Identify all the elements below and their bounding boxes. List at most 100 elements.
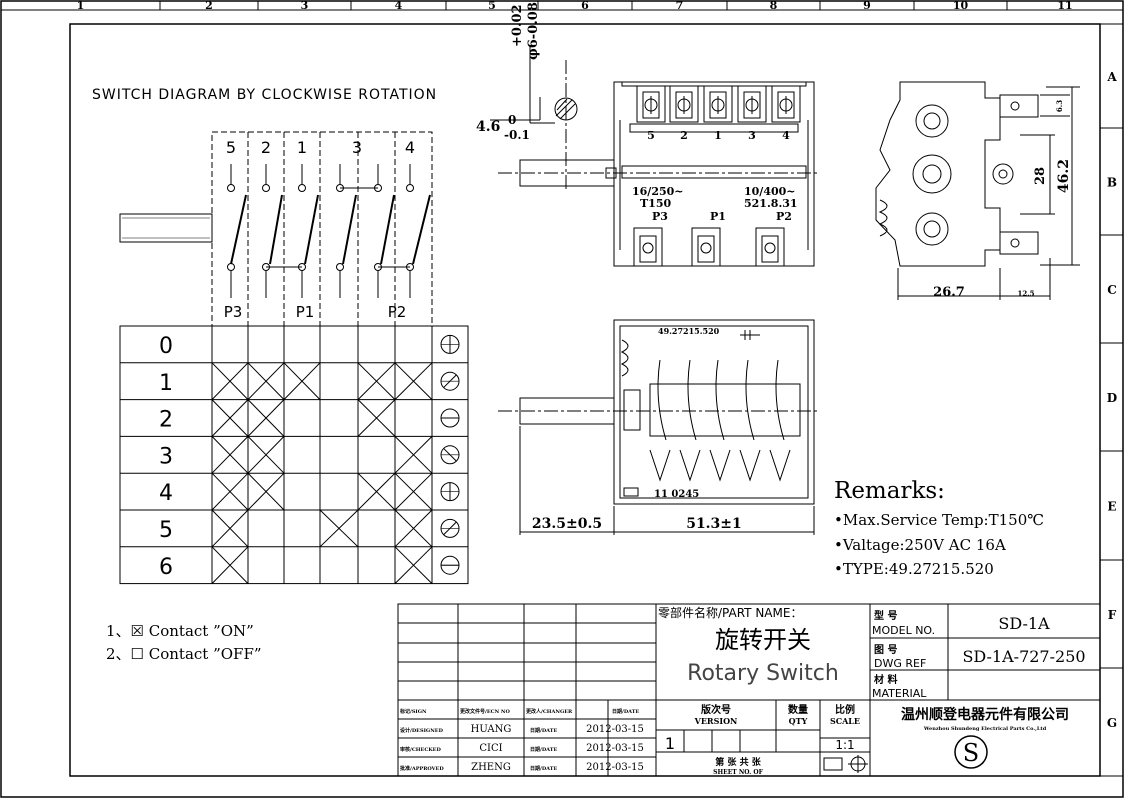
designed-label: 设计/DESIGNED	[400, 727, 444, 734]
front-dim-tol: +0.02	[510, 4, 525, 47]
terminal-block	[669, 85, 699, 123]
rev-header-date: 日期/DATE	[612, 708, 639, 715]
diagram-title: SWITCH DIAGRAM BY CLOCKWISE ROTATION	[92, 87, 437, 103]
column-label: 7	[676, 0, 684, 12]
rating-right-2: 521.8.31	[744, 197, 798, 210]
bottom-terminal-p1: P1	[710, 210, 726, 223]
scale-label-en: SCALE	[830, 716, 860, 726]
version-label-cn: 版次号	[701, 703, 731, 716]
rating-left-2: T150	[640, 197, 671, 210]
position-label: 1	[159, 371, 173, 396]
phase-label-p1: P1	[296, 303, 315, 321]
contact-blade	[412, 194, 431, 265]
model-label-en: MODEL NO.	[872, 624, 935, 637]
qty-label-en: QTY	[789, 716, 808, 726]
part-name-label: 零部件名称/PART NAME：	[658, 605, 802, 620]
column-label: 5	[488, 0, 496, 12]
row-label: B	[1107, 176, 1117, 190]
part-name-cn: 旋转开关	[715, 626, 811, 654]
designed-by: HUANG	[471, 724, 512, 735]
company-cn: 温州顺登电器元件有限公司	[901, 706, 1069, 723]
checked-by: CICI	[479, 743, 502, 754]
schematic-contacts	[227, 164, 431, 298]
position-label: 2	[159, 408, 173, 433]
front-terminal-number: 2	[680, 129, 688, 142]
position-label: 5	[159, 518, 173, 543]
model-value: SD-1A	[998, 614, 1050, 633]
approved-by: ZHENG	[471, 762, 511, 773]
date-label-3: 日期/DATE	[530, 765, 557, 772]
terminal-block	[703, 85, 733, 123]
date-value-1: 2012-03-15	[586, 724, 644, 735]
rev-header-sign: 标记/SIGN	[399, 708, 427, 715]
terminal-block	[771, 85, 801, 123]
remark-item-2: •Valtage:250V AC 16A	[834, 536, 1006, 554]
bottom-view	[498, 319, 820, 535]
terminal-node	[227, 184, 235, 192]
rev-header-ecn: 更改文件号/ECN NO	[460, 708, 510, 715]
company-logo: S	[963, 739, 979, 767]
column-label: 8	[770, 0, 778, 12]
company-en: Wenzhou Shundeng Electrical Parts Co.,Lt…	[923, 726, 1047, 732]
side-dim-top-small: 6.3	[1055, 100, 1064, 112]
row-label: E	[1107, 500, 1116, 514]
position-label: 6	[159, 555, 173, 580]
terminal-node	[262, 184, 270, 192]
legend-off: 2、☐ Contact ”OFF”	[106, 645, 262, 663]
column-label: 10	[953, 0, 969, 12]
front-dim-left-tol-bot: -0.1	[504, 128, 530, 142]
position-label: 0	[159, 334, 173, 359]
front-terminal-number: 1	[714, 129, 722, 142]
remarks-title: Remarks:	[834, 478, 945, 504]
bottom-terminal-p3: P3	[652, 210, 668, 223]
version-value: 1	[665, 734, 675, 753]
dwg-label-en: DWG REF	[874, 657, 926, 670]
scale-label-cn: 比例	[835, 703, 855, 716]
remark-item-1: •Max.Service Temp:T150℃	[834, 511, 1044, 529]
contact-blade	[342, 194, 357, 265]
terminal-node	[298, 184, 306, 192]
bottom-label: 11 0245	[654, 489, 699, 500]
date-value-3: 2012-03-15	[586, 762, 644, 773]
row-label: G	[1107, 716, 1117, 730]
version-label-en: VERSION	[694, 716, 738, 726]
terminal-block	[737, 85, 767, 123]
bottom-part-code: 49.27215.520	[658, 326, 720, 336]
dwg-label-cn: 图 号	[874, 644, 897, 656]
date-value-2: 2012-03-15	[586, 743, 644, 754]
position-label: 4	[159, 481, 173, 506]
side-dim-width: 26.7	[933, 285, 965, 300]
terminal-label-5: 5	[226, 138, 236, 157]
row-label: C	[1107, 283, 1117, 297]
phase-label-p2: P2	[388, 303, 407, 321]
position-label: 3	[159, 444, 173, 469]
side-dim-small: 12.5	[1017, 289, 1034, 298]
remark-item-3: •TYPE:49.27215.520	[834, 560, 994, 578]
legend-on: 1、☒ Contact ”ON”	[106, 622, 254, 640]
front-dim-left: 4.6	[476, 119, 500, 135]
rating-left-1: 16/250~	[632, 185, 684, 198]
terminal-label-4: 4	[405, 138, 415, 157]
contact-node	[227, 263, 235, 271]
row-label: F	[1108, 608, 1117, 622]
date-label-2: 日期/DATE	[530, 746, 557, 753]
rating-right-1: 10/400~	[744, 185, 796, 198]
front-dim-left-tol-top: 0	[508, 113, 516, 127]
material-label-cn: 材 料	[874, 673, 897, 686]
contact-blade	[269, 194, 283, 265]
part-name-en: Rotary Switch	[687, 661, 839, 686]
side-dim-h1: 28	[1033, 167, 1048, 185]
contact-blade	[304, 194, 319, 265]
terminal-label-1: 1	[297, 138, 307, 157]
side-view	[875, 81, 1080, 300]
front-view	[490, 45, 820, 267]
date-label-1: 日期/DATE	[530, 727, 557, 734]
phase-label-p3: P3	[224, 303, 243, 321]
front-terminal-number: 3	[748, 129, 756, 142]
terminal-block	[636, 85, 666, 123]
column-label: 4	[395, 0, 403, 12]
